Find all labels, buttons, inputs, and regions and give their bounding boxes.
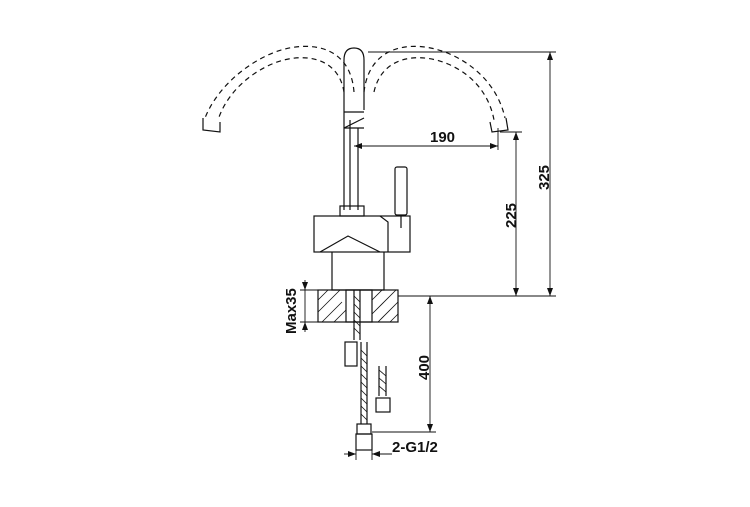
dim-spout-reach: 190 <box>430 129 455 146</box>
faucet-body <box>313 205 411 291</box>
spout-swivel-right <box>363 45 509 133</box>
dimension-325: 325 <box>368 51 556 296</box>
dimension-190: 190 <box>354 128 499 150</box>
dim-connection: 2-G1/2 <box>392 439 438 456</box>
hose-right <box>375 366 391 413</box>
mounting-rod <box>344 290 361 367</box>
lever-handle <box>394 166 408 228</box>
spout <box>343 47 365 210</box>
dim-spout-height: 225 <box>503 203 520 228</box>
dimension-connection: 2-G1/2 <box>344 439 438 460</box>
dim-total-height: 325 <box>536 165 553 190</box>
dim-hose-length: 400 <box>416 355 433 380</box>
spout-swivel-left <box>202 45 355 133</box>
counter-top <box>317 289 399 323</box>
dim-max-deck: Max35 <box>283 288 300 334</box>
dimension-400: 400 <box>372 296 436 433</box>
dimension-max35: Max35 <box>283 280 318 334</box>
dimension-225: 225 <box>500 131 522 296</box>
hose-left <box>355 342 373 451</box>
